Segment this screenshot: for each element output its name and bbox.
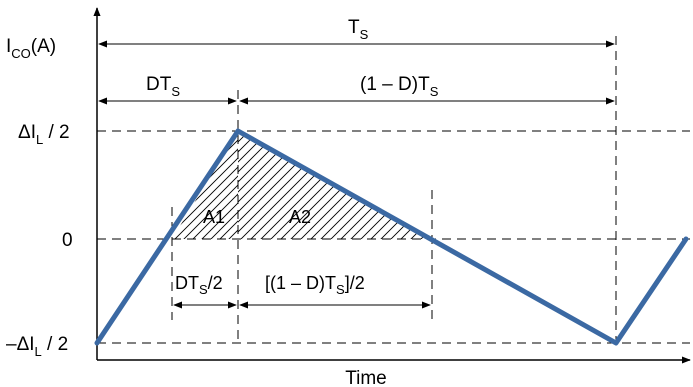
on-time-label: DTS	[146, 74, 180, 99]
area-a1-label: A1	[203, 207, 225, 227]
x-axis-label: Time	[345, 368, 387, 387]
half-off-label: [(1 – D)TS]/2	[265, 273, 365, 297]
bottom-level-label: –ΔIL / 2	[6, 334, 68, 359]
half-on-label: DTS/2	[175, 273, 223, 297]
zero-level-label: 0	[62, 230, 73, 251]
off-time-label: (1 – D)TS	[360, 74, 439, 99]
period-label: TS	[348, 17, 369, 42]
top-level-label: ΔIL / 2	[18, 122, 70, 147]
area-a2-label: A2	[289, 207, 311, 227]
y-axis-label: ICO(A)	[6, 36, 56, 61]
ripple-current-waveform	[94, 128, 689, 346]
